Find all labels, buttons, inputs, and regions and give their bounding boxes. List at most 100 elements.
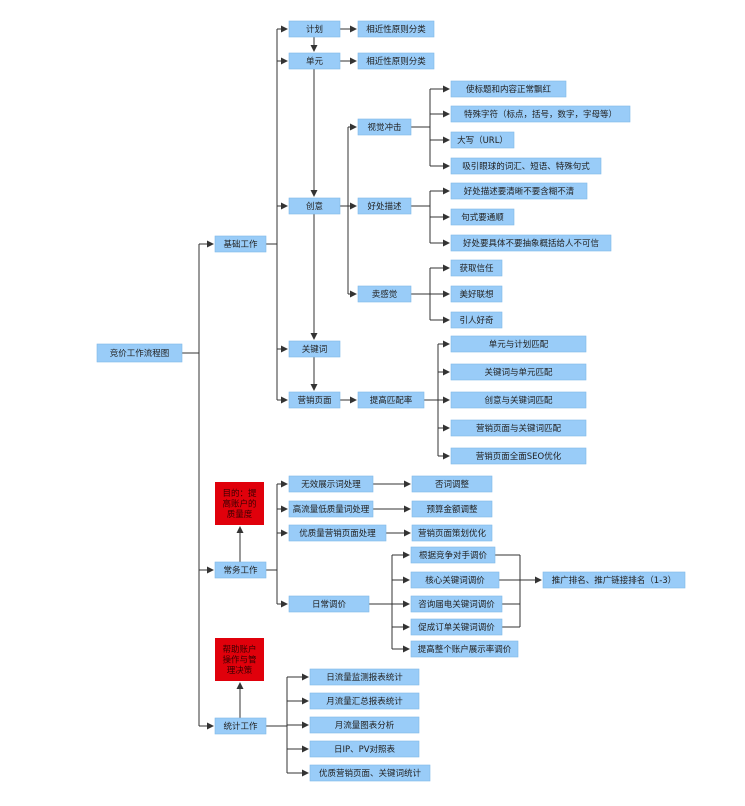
benefit-item-1-box [450,182,588,200]
sell-item-2: 美好联想 [450,285,503,303]
daily-item-1-box [410,546,496,564]
visual-item-2-label: 特殊字符（标点，括号，数字，字母等） [464,109,617,120]
landing-node: 营销页面 [288,391,341,409]
benefit-node-box [357,197,412,215]
routine-result-3-box [411,524,493,542]
match-item-2-label: 关键词与单元匹配 [484,367,553,378]
benefit-item-2: 句式要通顺 [450,208,515,226]
connector-lines [182,25,542,777]
rank-node-label: 推广排名、推广链接排名（1-3） [552,575,676,586]
rank-node-box [542,571,686,589]
stats-item-1: 日流量监测报表统计 [309,668,420,686]
stats-item-5-box [309,764,431,782]
routine-work-node-box [214,561,267,579]
benefit-node: 好处描述 [357,197,412,215]
match-item-3: 创意与关键词匹配 [450,391,587,409]
sell-node-label: 卖感觉 [372,289,398,300]
routine-item-3-box [288,524,387,542]
routine-item-2-box [288,500,374,518]
match-item-5-box [450,447,587,465]
daily-item-1-label: 根据竞争对手调价 [419,550,488,561]
plan-node-label: 计划 [306,24,323,35]
stats-item-3-label: 月流量图表分析 [335,720,395,731]
routine-item-3: 优质量营销页面处理 [288,524,387,542]
stats-work-node-label: 统计工作 [223,721,258,732]
unit-sub-node-box [357,52,435,70]
daily-item-4: 促成订单关键词调价 [410,618,503,636]
routine-result-3: 营销页面策划优化 [411,524,493,542]
sell-item-1-box [450,259,503,277]
root-node-box [96,343,183,363]
routine-work-node: 常务工作 [214,561,267,579]
unit-sub-node-label: 相近性原则分类 [366,56,426,67]
sell-item-2-box [450,285,503,303]
unit-node-box [288,52,341,70]
basic-work-node: 基础工作 [214,235,267,253]
visual-item-4: 吸引眼球的词汇、短语、特殊句式 [450,157,602,175]
routine-item-4: 日常调价 [288,595,370,613]
creative-node-label: 创意 [306,201,323,212]
visual-node-label: 视觉冲击 [367,122,401,133]
routine-result-1: 否词调整 [411,475,493,493]
stats-item-5: 优质营销页面、关键词统计 [309,764,431,782]
routine-item-4-box [288,595,370,613]
routine-result-2-label: 预算金额调整 [426,504,478,515]
keyword-node: 关键词 [288,340,341,358]
stats-item-4: 日IP、PV对照表 [309,740,420,758]
node-boxes: 竞价工作流程图基础工作常务工作统计工作计划单元创意关键词营销页面相近性原则分类相… [96,20,686,782]
unit-node: 单元 [288,52,341,70]
visual-item-4-label: 吸引眼球的词汇、短语、特殊句式 [462,161,590,172]
landing-node-label: 营销页面 [297,395,332,406]
daily-item-5-box [410,640,519,658]
routine-goal-box-line-3: 质量度 [227,509,253,520]
root-node: 竞价工作流程图 [96,343,183,363]
routine-item-1-label: 无效展示词处理 [301,479,361,490]
match-item-2: 关键词与单元匹配 [450,363,587,381]
benefit-item-1-label: 好处描述要清晰不要含糊不清 [464,186,575,197]
keyword-node-label: 关键词 [302,344,328,355]
stats-item-4-label: 日IP、PV对照表 [334,744,396,755]
routine-goal-box-line-1: 目的：提 [222,488,257,499]
rank-node: 推广排名、推广链接排名（1-3） [542,571,686,589]
visual-node: 视觉冲击 [357,118,412,136]
routine-item-1-box [288,475,374,493]
stats-work-node-box [214,717,267,735]
benefit-item-3-box [450,234,612,252]
daily-item-4-box [410,618,503,636]
benefit-item-3: 好处要具体不要抽象概括给人不可信 [450,234,612,252]
daily-item-1: 根据竞争对手调价 [410,546,496,564]
match-node-box [357,391,425,409]
keyword-node-box [288,340,341,358]
match-item-1: 单元与计划匹配 [450,335,587,353]
root-node-label: 竞价工作流程图 [110,348,170,359]
stats-item-3: 月流量图表分析 [309,716,420,734]
daily-item-2-label: 核心关键词调价 [425,575,485,586]
match-item-3-label: 创意与关键词匹配 [484,395,553,406]
routine-item-2: 高流量低质量词处理 [288,500,374,518]
daily-item-2: 核心关键词调价 [410,571,500,589]
visual-item-3-box [450,131,515,149]
visual-item-2-box [450,105,631,123]
sell-node-box [357,285,412,303]
sell-item-3-box [450,311,503,329]
plan-node-box [288,20,341,38]
daily-item-3-label: 咨询届电关键词调价 [418,599,495,610]
plan-sub-node-box [357,20,435,38]
sell-item-3-label: 引人好奇 [459,315,494,326]
visual-node-box [357,118,412,136]
stats-goal-box-box [215,638,264,681]
routine-result-2: 预算金额调整 [411,500,493,518]
sell-node: 卖感觉 [357,285,412,303]
routine-goal-box-box [215,482,264,525]
routine-work-node-label: 常务工作 [223,565,258,576]
benefit-item-2-label: 句式要通顺 [461,212,504,223]
plan-node: 计划 [288,20,341,38]
benefit-item-1: 好处描述要清晰不要含糊不清 [450,182,588,200]
visual-item-3: 大写（URL） [450,131,515,149]
benefit-item-3-label: 好处要具体不要抽象概括给人不可信 [463,238,600,249]
daily-item-2-box [410,571,500,589]
stats-goal-box-line-2: 操作与管 [222,655,256,666]
plan-sub-node: 相近性原则分类 [357,20,435,38]
routine-item-4-label: 日常调价 [312,599,347,610]
